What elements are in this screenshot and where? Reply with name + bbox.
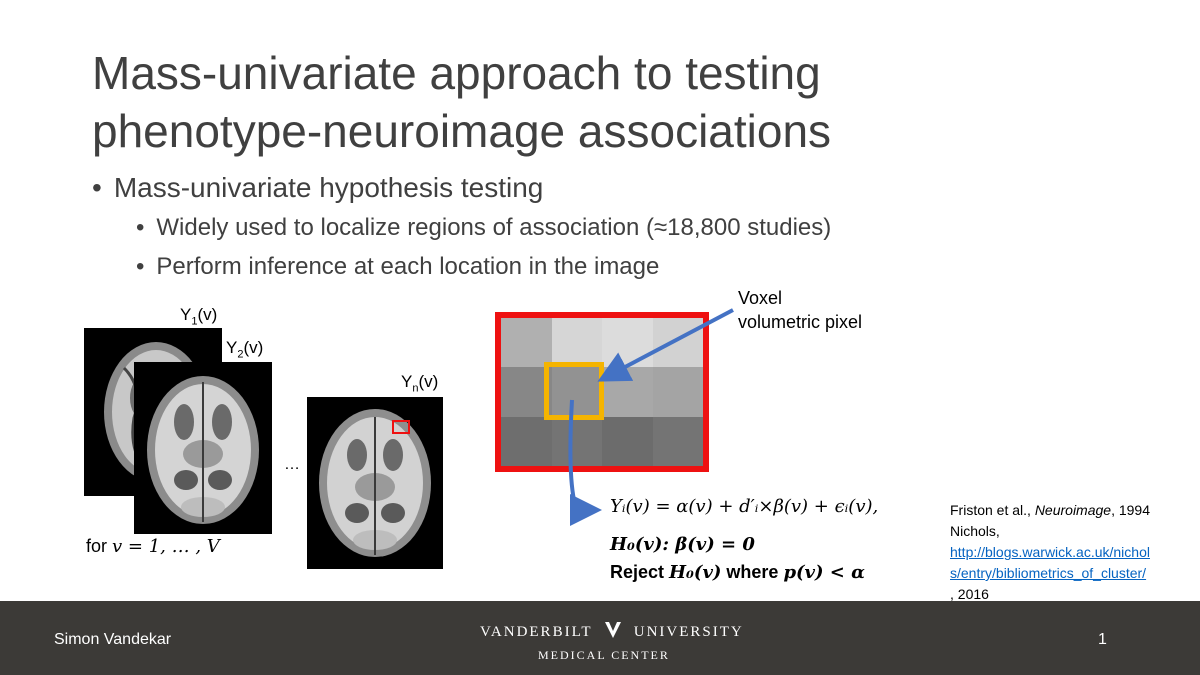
reject-where: where <box>721 562 784 582</box>
brain-image-n <box>307 397 443 569</box>
null-hypothesis: H₀(v): β(v) = 0 <box>610 534 755 555</box>
label-yn-letter: Y <box>401 372 413 391</box>
cite-authors: Friston et al., <box>950 502 1035 518</box>
label-y1-sub: 1 <box>191 315 198 328</box>
label-y2-letter: Y <box>226 338 238 357</box>
citation-link-line-2[interactable]: s/entry/bibliometrics_of_cluster/ <box>950 565 1147 581</box>
sub-bullet-1: • Widely used to localize regions of asso… <box>136 214 831 242</box>
vanderbilt-v-icon <box>604 621 622 644</box>
brain-slice-n-graphic <box>319 409 431 557</box>
page-number: 1 <box>1098 631 1107 648</box>
slide-title: Mass-univariate approach to testing phen… <box>92 44 1092 160</box>
reject-h0: H₀(v) <box>669 562 722 583</box>
label-yn-sub: n <box>412 382 419 395</box>
ellipsis: … <box>284 456 300 473</box>
voxel-title: Voxel <box>738 288 783 308</box>
voxel-cell <box>551 416 602 466</box>
label-yn-suffix: (v) <box>418 372 439 391</box>
citation-link[interactable]: http://blogs.warwick.ac.uk/nichol s/entr… <box>950 542 1150 584</box>
brain-slice-2-graphic <box>147 376 259 524</box>
logo-vanderbilt: VANDERBILT <box>480 623 593 640</box>
brain-image-2 <box>134 362 272 534</box>
model-equation: Yᵢ(v) = α(v) + d′ᵢ×β(v) + ϵᵢ(v), <box>610 496 879 517</box>
footer-bar: Simon Vandekar VANDERBILT UNIVERSITY MED… <box>0 601 1200 675</box>
bullet-main-text: Mass-univariate hypothesis testing <box>113 172 544 203</box>
title-line-1: Mass-univariate approach to testing <box>92 47 821 99</box>
voxel-cell <box>602 416 653 466</box>
voxel-label: Voxel volumetric pixel <box>738 286 862 334</box>
brain-voxel-marker <box>392 420 410 434</box>
voxel-cell <box>602 367 653 417</box>
voxel-cell <box>501 367 552 417</box>
sub-bullet-1-text: Widely used to localize regions of assoc… <box>156 214 832 241</box>
label-y1-letter: Y <box>180 305 192 324</box>
voxel-cell <box>602 318 653 368</box>
cite-journal: Neuroimage <box>1034 502 1112 518</box>
label-y2: Y2(v) <box>224 338 266 361</box>
voxel-description: volumetric pixel <box>738 312 863 332</box>
voxel-cell <box>652 416 703 466</box>
citation-year-2016: , 2016 <box>950 586 989 602</box>
cite-year: , 1994 <box>1111 502 1151 518</box>
voxel-highlight <box>544 362 604 420</box>
title-line-2: phenotype-neuroimage associations <box>92 105 832 157</box>
voxel-cell <box>501 318 552 368</box>
citation-link-line-1[interactable]: http://blogs.warwick.ac.uk/nichol <box>950 544 1150 560</box>
citation-friston: Friston et al., Neuroimage, 1994 <box>950 500 1150 521</box>
reject-text: Reject <box>610 562 670 582</box>
bullet-dot: • <box>136 214 145 241</box>
logo-university: UNIVERSITY <box>633 623 744 640</box>
label-y2-sub: 2 <box>237 348 244 361</box>
voxel-cell <box>652 318 703 368</box>
for-v-label: for v = 1, … , V <box>86 536 220 557</box>
sub-bullet-2: • Perform inference at each location in t… <box>136 253 659 281</box>
label-yn: Yn(v) <box>399 372 441 395</box>
reject-rule: Reject H₀(v) where p(v) < α <box>610 562 865 583</box>
label-y1-suffix: (v) <box>197 305 218 324</box>
footer-author: Simon Vandekar <box>54 631 172 648</box>
label-y1: Y1(v) <box>178 305 220 328</box>
reject-p: p(v) < α <box>783 562 865 583</box>
bullet-main: • Mass-univariate hypothesis testing <box>92 172 543 204</box>
sub-bullet-2-text: Perform inference at each location in th… <box>156 253 660 280</box>
logo-medical-center: MEDICAL CENTER <box>538 648 670 662</box>
voxel-cell <box>652 367 703 417</box>
bullet-dot: • <box>92 172 102 203</box>
bullet-dot: • <box>136 253 145 280</box>
citation-nichols: Nichols, <box>950 523 1000 539</box>
label-y2-suffix: (v) <box>243 338 264 357</box>
voxel-cell <box>501 416 552 466</box>
for-v-text: for <box>86 536 113 556</box>
voxel-cell <box>551 318 602 368</box>
for-v-math: v = 1, … , V <box>112 536 220 557</box>
vanderbilt-logo: VANDERBILT UNIVERSITY <box>480 621 744 644</box>
